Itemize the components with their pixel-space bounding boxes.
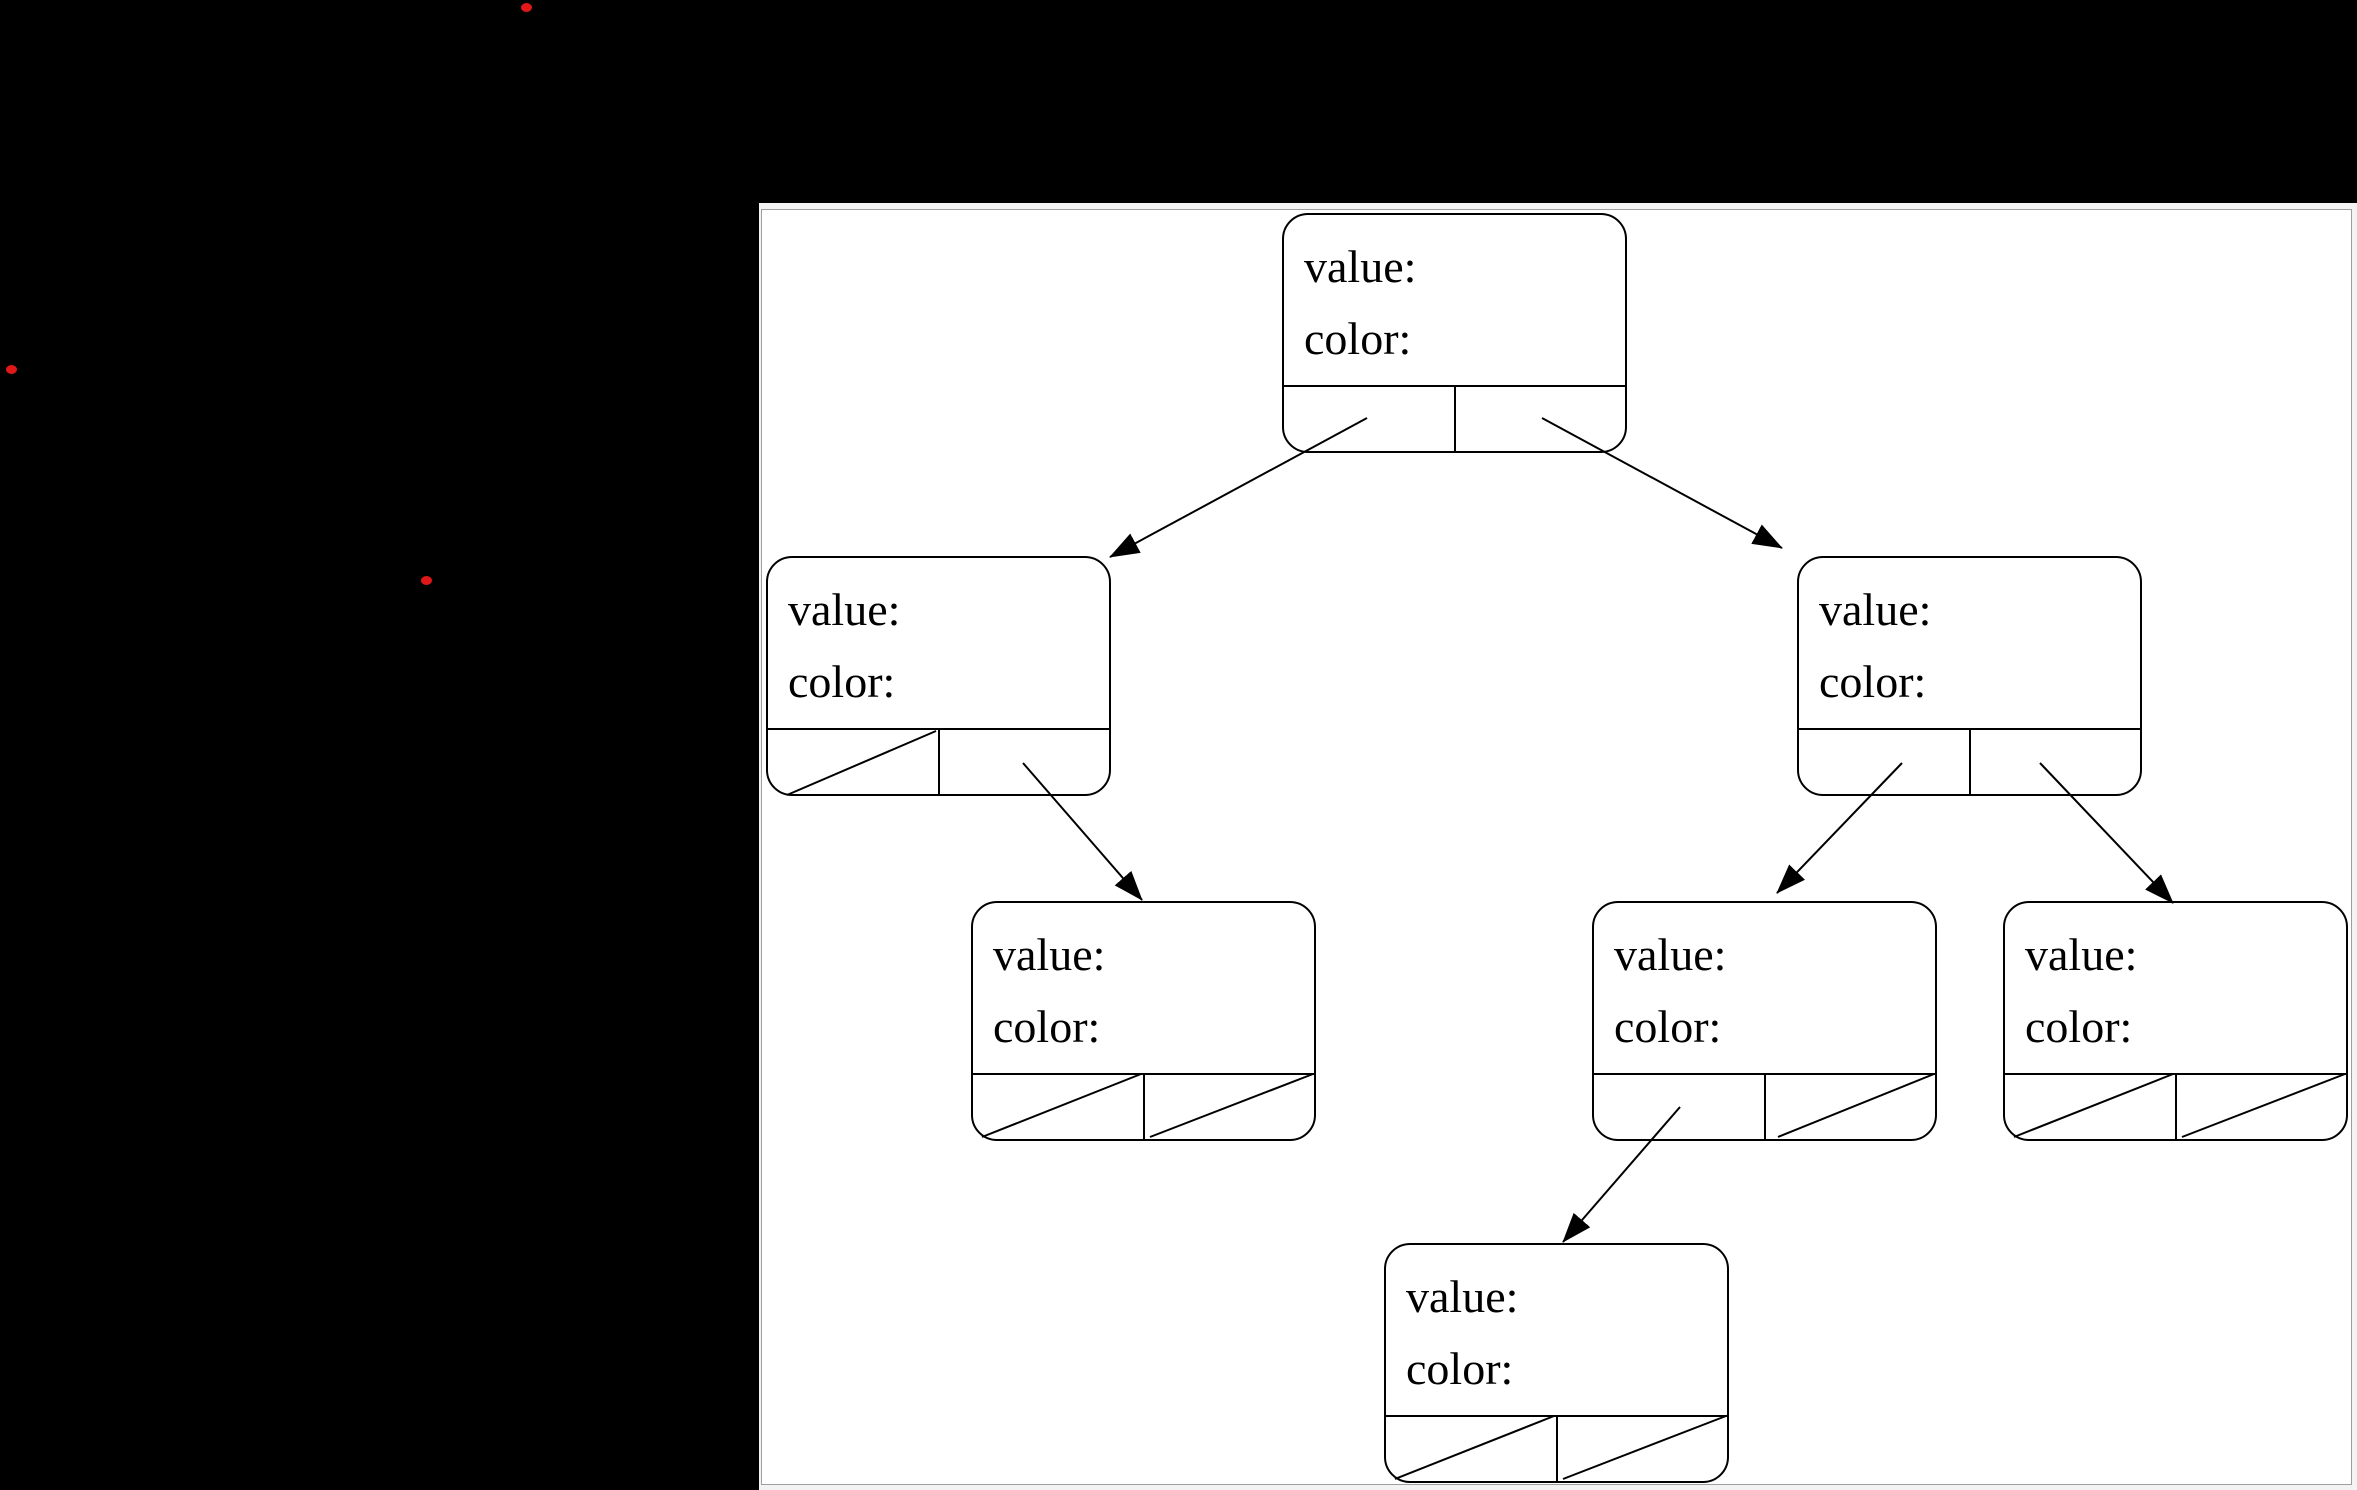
node-labels: value: color: <box>1594 903 1935 1073</box>
left-pointer-cell <box>973 1075 1145 1139</box>
right-pointer-cell <box>1558 1417 1728 1481</box>
node-value-label: value: <box>1819 584 1932 635</box>
tree-node-root: value: color: <box>1282 213 1627 453</box>
node-value-label: value: <box>1304 241 1417 292</box>
pointer-row <box>1284 385 1625 451</box>
node-labels: value: color: <box>1284 215 1625 385</box>
tree-node-root-left: value: color: <box>766 556 1111 796</box>
node-value-label: value: <box>2025 929 2138 980</box>
right-pointer-cell <box>1971 730 2141 794</box>
right-pointer-cell <box>940 730 1110 794</box>
node-color-label: color: <box>1614 1001 1722 1052</box>
node-color-label: color: <box>2025 1001 2133 1052</box>
right-pointer-cell <box>1766 1075 1936 1139</box>
pointer-row <box>973 1073 1314 1139</box>
left-pointer-cell <box>768 730 940 794</box>
red-marker-dot <box>421 576 432 585</box>
node-labels: value: color: <box>973 903 1314 1073</box>
node-color-label: color: <box>788 656 896 707</box>
node-value-label: value: <box>1614 929 1727 980</box>
left-pointer-cell <box>1284 387 1456 451</box>
pointer-row <box>2005 1073 2346 1139</box>
tree-node-right-left-left-child: value: color: <box>1384 1243 1729 1483</box>
node-labels: value: color: <box>768 558 1109 728</box>
node-labels: value: color: <box>1799 558 2140 728</box>
right-pointer-cell <box>1456 387 1626 451</box>
node-color-label: color: <box>993 1001 1101 1052</box>
tree-node-root-right: value: color: <box>1797 556 2142 796</box>
node-labels: value: color: <box>1386 1245 1727 1415</box>
node-color-label: color: <box>1304 313 1412 364</box>
right-pointer-cell <box>1145 1075 1315 1139</box>
node-value-label: value: <box>1406 1271 1519 1322</box>
pointer-row <box>1386 1415 1727 1481</box>
left-pointer-cell <box>1594 1075 1766 1139</box>
right-pointer-cell <box>2177 1075 2347 1139</box>
viewer-panel: value: color: value: color: <box>759 203 2357 1490</box>
node-value-label: value: <box>993 929 1106 980</box>
tree-node-left-right-child: value: color: <box>971 901 1316 1141</box>
node-labels: value: color: <box>2005 903 2346 1073</box>
node-value-label: value: <box>788 584 901 635</box>
red-marker-dot <box>6 365 17 374</box>
pointer-row <box>1799 728 2140 794</box>
left-pointer-cell <box>2005 1075 2177 1139</box>
pointer-row <box>768 728 1109 794</box>
left-pointer-cell <box>1386 1417 1558 1481</box>
tree-node-right-right-child: value: color: <box>2003 901 2348 1141</box>
node-color-label: color: <box>1819 656 1927 707</box>
tree-node-right-left-child: value: color: <box>1592 901 1937 1141</box>
pointer-row <box>1594 1073 1935 1139</box>
red-marker-dot <box>521 3 532 12</box>
node-color-label: color: <box>1406 1343 1514 1394</box>
left-pointer-cell <box>1799 730 1971 794</box>
diagram-canvas: value: color: value: color: <box>761 209 2352 1485</box>
